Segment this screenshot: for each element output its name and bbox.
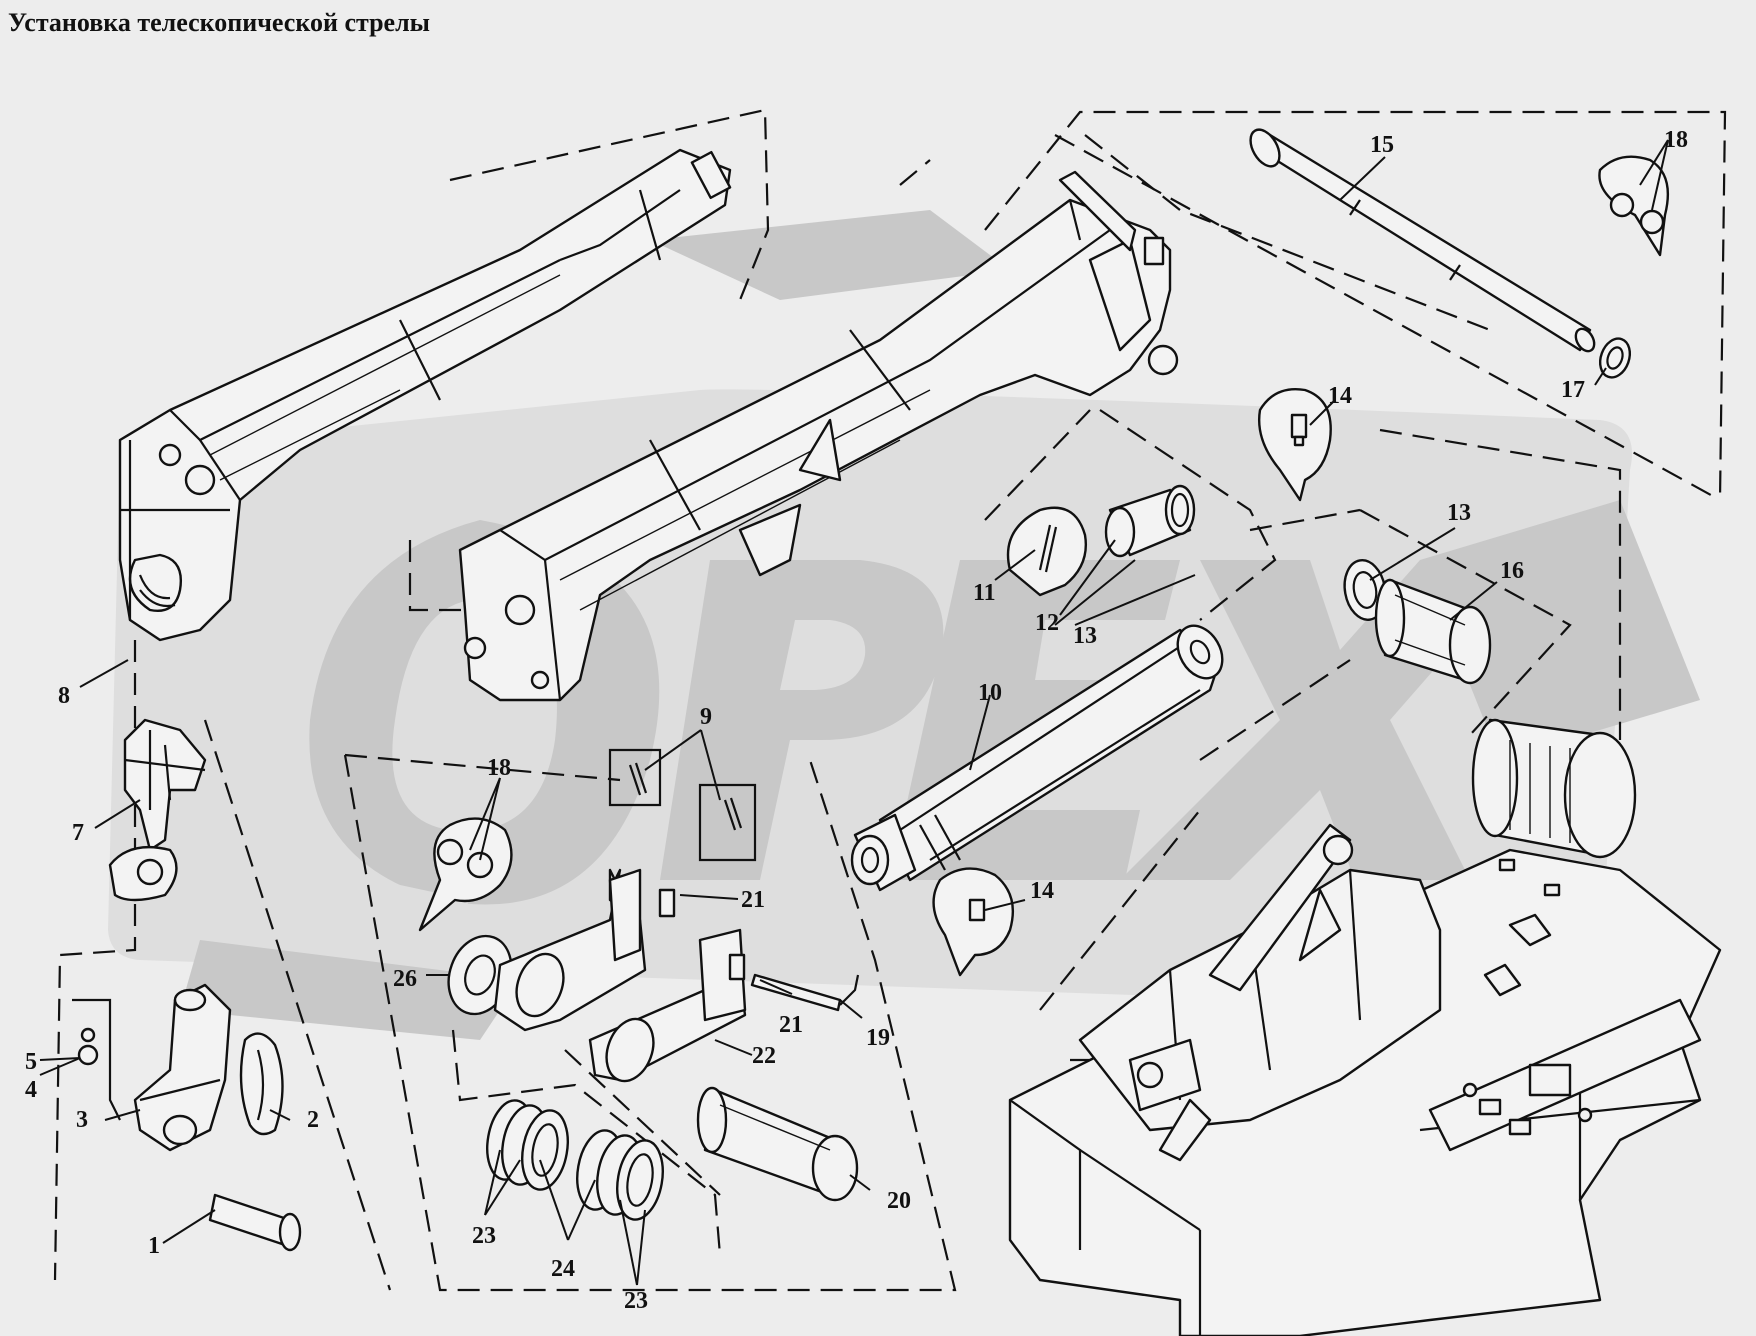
grease-fitting-bottom (932, 867, 1014, 977)
label-8: 8 (58, 683, 70, 709)
label-19: 19 (866, 1025, 890, 1051)
cotter-pins (608, 748, 757, 862)
boom-pin (696, 1086, 859, 1202)
label-22: 22 (752, 1043, 776, 1069)
bolt (208, 1193, 302, 1252)
telescopic-boom-assembled (118, 148, 732, 642)
label-16: 16 (1500, 558, 1524, 584)
label-13-left: 13 (1073, 623, 1097, 649)
label-2: 2 (307, 1107, 319, 1133)
label-21-upper: 21 (741, 887, 765, 913)
label-24: 24 (551, 1256, 575, 1282)
label-10: 10 (978, 680, 1002, 706)
label-4: 4 (25, 1077, 37, 1103)
label-18-top: 18 (1664, 127, 1688, 153)
label-11: 11 (973, 580, 996, 606)
axle-pin (1249, 128, 1596, 353)
label-20: 20 (887, 1188, 911, 1214)
callout-labels: 1 2 3 4 5 7 8 9 10 11 12 13 13 14 14 15 … (25, 127, 1688, 1314)
turntable-base (1008, 718, 1722, 1336)
label-17: 17 (1561, 377, 1585, 403)
label-14-top: 14 (1328, 383, 1352, 409)
label-3: 3 (76, 1107, 88, 1133)
pivot-pin (1374, 578, 1492, 685)
nut-and-washer (72, 998, 121, 1121)
mounting-bracket (493, 868, 747, 1083)
label-15: 15 (1370, 132, 1394, 158)
assembly-dash-lines (53, 108, 1727, 1292)
grease-fitting-top (1258, 388, 1332, 502)
label-18-left: 18 (487, 755, 511, 781)
telescopic-boom-section (458, 170, 1179, 702)
hydraulic-cylinder (850, 624, 1224, 892)
sheave-bracket (133, 983, 232, 1152)
label-7: 7 (72, 820, 84, 846)
split-pin (239, 1032, 284, 1136)
label-23-right: 23 (624, 1288, 648, 1314)
label-14-bottom: 14 (1030, 878, 1054, 904)
leader-lines (39, 139, 1669, 1286)
label-13-right: 13 (1447, 500, 1471, 526)
cotter-pin-callout (1006, 506, 1087, 597)
lock-pin (750, 973, 860, 1012)
label-23-left: 23 (472, 1223, 496, 1249)
nut-pair-top (1598, 155, 1669, 257)
diagram-title: Установка телескопической стрелы (8, 8, 430, 37)
washer (1598, 337, 1632, 379)
nut-pair-left (418, 817, 513, 932)
seal-rings (486, 1099, 664, 1221)
label-21-lower: 21 (779, 1012, 803, 1038)
label-9: 9 (700, 704, 712, 730)
bushing-right (1343, 559, 1387, 621)
label-26: 26 (393, 966, 417, 992)
hook-block (108, 718, 207, 902)
label-12: 12 (1035, 610, 1059, 636)
label-5: 5 (25, 1049, 37, 1075)
label-1: 1 (148, 1233, 160, 1259)
